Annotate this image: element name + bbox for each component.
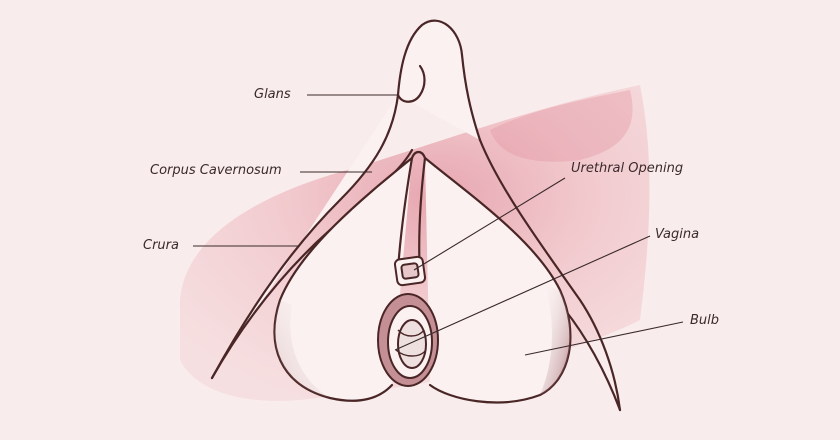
- label-urethral-opening: Urethral Opening: [571, 161, 684, 176]
- vagina-leader-line: [394, 235, 651, 351]
- vaginal-opening-shape: [377, 293, 439, 387]
- label-bulb: Bulb: [690, 313, 720, 328]
- leader-lines: [193, 94, 684, 356]
- label-corpus-cavernosum: Corpus Cavernosum: [150, 163, 282, 178]
- label-glans: Glans: [254, 87, 291, 102]
- label-crura: Crura: [143, 238, 179, 253]
- label-vagina: Vagina: [655, 227, 700, 242]
- bulb-leader-line: [524, 321, 684, 356]
- urethral-opening-leader-line: [413, 177, 566, 271]
- urethral-opening-shape: [393, 255, 427, 287]
